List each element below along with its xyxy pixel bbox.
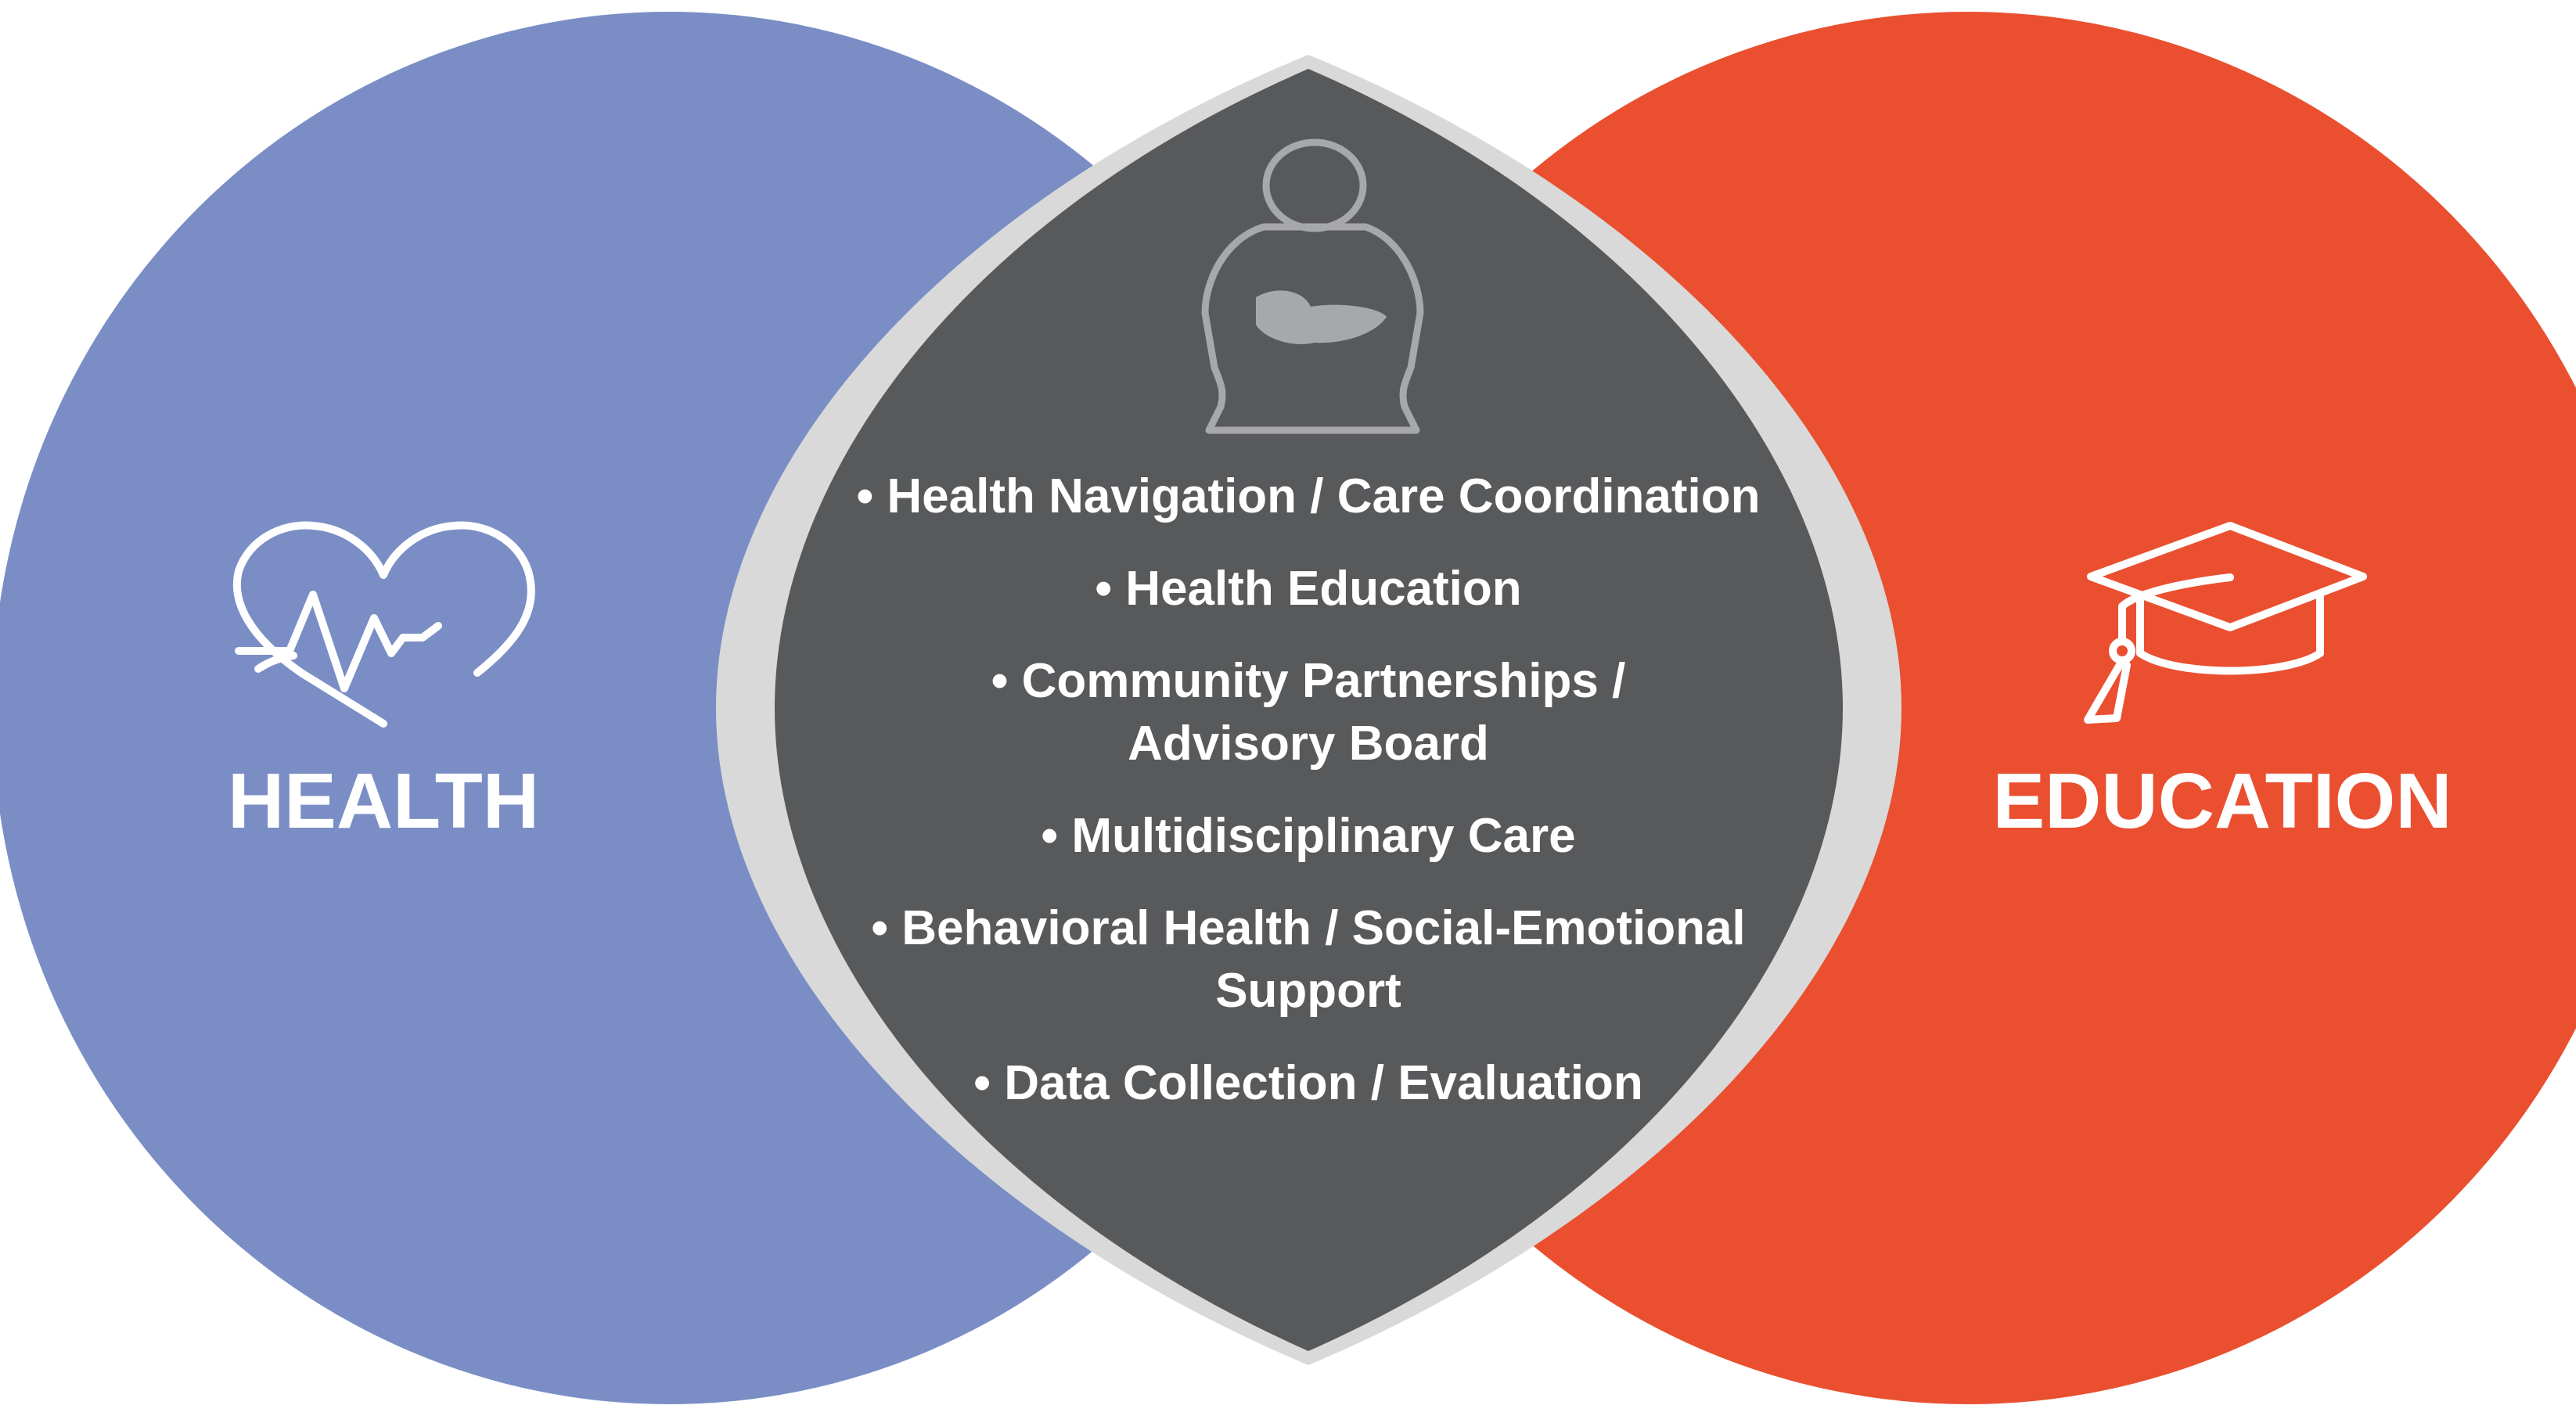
center-list-item-line: • Health Education <box>1095 562 1521 616</box>
center-list-item-continuation: Advisory Board <box>1128 717 1489 771</box>
baby-shape <box>1256 290 1387 344</box>
center-lens <box>775 69 1843 1351</box>
heart-pulse-icon <box>232 521 535 728</box>
center-list-item-continuation: Support <box>1215 964 1401 1018</box>
center-list-item: • Health Education <box>1095 562 1521 616</box>
health-title: HEALTH <box>228 757 539 845</box>
center-list-item-line: • Health Navigation / Care Coordination <box>856 469 1760 523</box>
center-list-item: • Community Partnerships / Advisory Board <box>991 654 1626 771</box>
parent-holding-baby-icon <box>1201 138 1424 434</box>
center-list-item-line: • Data Collection / Evaluation <box>973 1056 1642 1110</box>
center-list-item-line: • Behavioral Health / Social-Emotional <box>871 901 1745 955</box>
center-list-item-line: • Multidisciplinary Care <box>1041 809 1575 863</box>
center-list-item: • Health Navigation / Care Coordination <box>856 469 1760 523</box>
center-list-item: • Multidisciplinary Care <box>1041 809 1575 863</box>
education-title: EDUCATION <box>1992 757 2452 845</box>
center-bullet-list: • Health Navigation / Care Coordination •… <box>856 469 1760 1110</box>
graduation-cap-icon <box>2084 522 2367 724</box>
center-list-item: • Data Collection / Evaluation <box>973 1056 1642 1110</box>
center-list-item-line: • Community Partnerships / <box>991 654 1626 708</box>
